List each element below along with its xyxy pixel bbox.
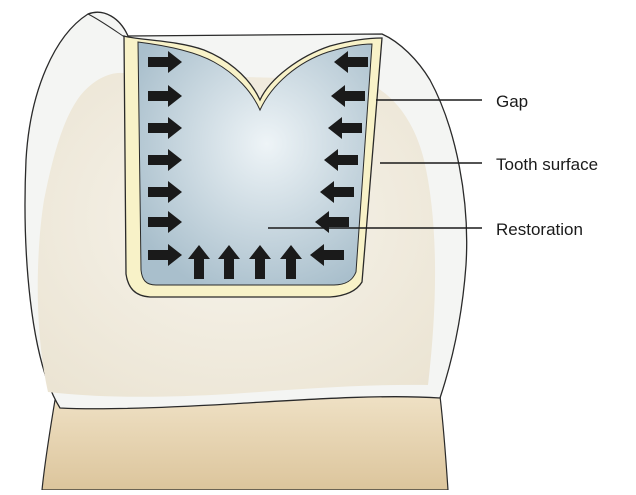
tooth-surface-label: Tooth surface — [496, 155, 598, 174]
gap-label: Gap — [496, 92, 528, 111]
restoration-label: Restoration — [496, 220, 583, 239]
